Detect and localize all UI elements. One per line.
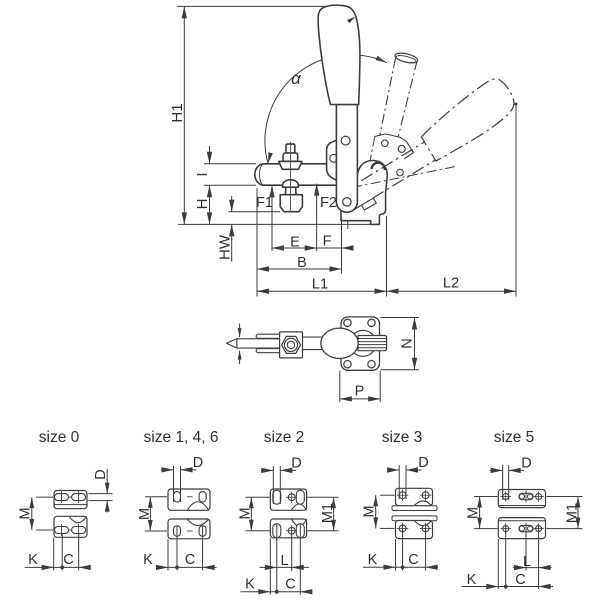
svg-text:L: L: [280, 553, 288, 569]
svg-text:F1: F1: [256, 195, 273, 211]
svg-text:E: E: [290, 235, 300, 251]
svg-text:H: H: [194, 199, 211, 210]
svg-text:P: P: [355, 384, 365, 400]
svg-text:I: I: [194, 172, 211, 176]
svg-text:D: D: [193, 455, 203, 471]
svg-text:L: L: [523, 554, 531, 570]
svg-text:L2: L2: [443, 276, 459, 292]
svg-text:B: B: [297, 255, 307, 271]
svg-text:size 5: size 5: [494, 429, 535, 446]
svg-text:F2: F2: [320, 195, 337, 211]
svg-text:K: K: [28, 552, 38, 568]
svg-text:C: C: [515, 572, 525, 588]
svg-text:K: K: [467, 572, 477, 588]
svg-text:C: C: [63, 552, 73, 568]
svg-text:size 1, 4, 6: size 1, 4, 6: [144, 429, 219, 446]
svg-text:C: C: [408, 552, 418, 568]
svg-text:α: α: [291, 69, 302, 88]
svg-text:M: M: [237, 507, 253, 519]
svg-text:M: M: [137, 508, 153, 520]
svg-text:F: F: [323, 234, 332, 250]
svg-text:size 0: size 0: [39, 429, 80, 446]
svg-text:size 2: size 2: [264, 429, 305, 446]
svg-text:N: N: [400, 338, 416, 348]
svg-text:D: D: [291, 456, 301, 472]
svg-text:M: M: [362, 505, 378, 517]
svg-text:M: M: [18, 507, 34, 519]
svg-text:C: C: [185, 552, 195, 568]
svg-text:M: M: [466, 507, 482, 519]
svg-text:D: D: [521, 456, 531, 472]
svg-text:size 3: size 3: [382, 429, 423, 446]
svg-text:L1: L1: [312, 277, 328, 293]
svg-text:M1: M1: [565, 503, 581, 523]
svg-text:C: C: [285, 577, 295, 593]
svg-text:M1: M1: [320, 503, 336, 523]
svg-text:K: K: [368, 552, 378, 568]
svg-text:K: K: [143, 552, 153, 568]
svg-text:D: D: [418, 455, 428, 471]
svg-text:H1: H1: [169, 103, 186, 122]
svg-text:K: K: [245, 577, 255, 593]
svg-text:D: D: [93, 469, 109, 479]
svg-text:HW: HW: [217, 234, 234, 260]
